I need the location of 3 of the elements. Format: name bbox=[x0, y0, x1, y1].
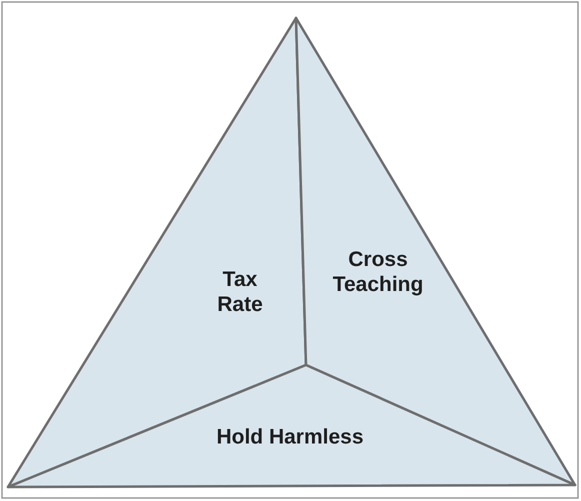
segment-label: Cross Teaching bbox=[332, 247, 424, 297]
segment-label: Tax Rate bbox=[216, 267, 264, 317]
segment-label: Hold Harmless bbox=[215, 424, 365, 450]
